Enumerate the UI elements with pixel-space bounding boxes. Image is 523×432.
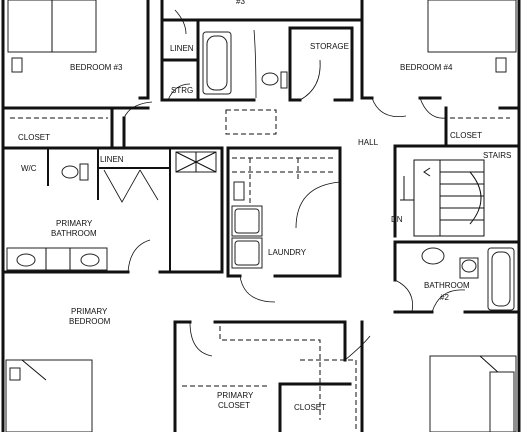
label-bedroom-3: BEDROOM #3 (70, 63, 123, 72)
label-dn: DN (391, 215, 403, 224)
label-bathroom-2-2: #2 (440, 293, 449, 302)
label-stairs: STAIRS (483, 151, 511, 160)
label-primary-bedroom-1: PRIMARY (71, 307, 108, 316)
label-hall: HALL (358, 138, 379, 147)
label-bathroom-2-1: BATHROOM (424, 281, 470, 290)
label-wc: W/C (21, 164, 37, 173)
label-strg: STRG (171, 86, 193, 95)
label-storage: STORAGE (310, 42, 349, 51)
label-closet-right: CLOSET (450, 131, 482, 140)
label-primary-closet-2: CLOSET (218, 401, 250, 410)
label-primary-bathroom-2: BATHROOM (51, 229, 97, 238)
label-primary-closet-1: PRIMARY (217, 391, 254, 400)
fixtures (5, 0, 517, 432)
stairs-icon (400, 159, 485, 237)
label-primary-bathroom-1: PRIMARY (56, 219, 93, 228)
sink-icon (421, 247, 445, 265)
door-swings (103, 9, 466, 361)
label-primary-bedroom-2: BEDROOM (69, 317, 111, 326)
toilet-icon (61, 165, 79, 179)
label-top-partial: #3 (236, 0, 245, 6)
label-bedroom-4: BEDROOM #4 (400, 63, 453, 72)
label-closet-left: CLOSET (18, 133, 50, 142)
bed-icon (427, 0, 517, 53)
label-closet-bottom: CLOSET (294, 403, 326, 412)
label-linen-bath: LINEN (100, 155, 124, 164)
label-laundry: LAUNDRY (268, 248, 307, 257)
room-labels: #3 BEDROOM #3 LINEN STRG STORAGE BEDROOM… (18, 0, 511, 412)
label-linen-top: LINEN (170, 44, 194, 53)
